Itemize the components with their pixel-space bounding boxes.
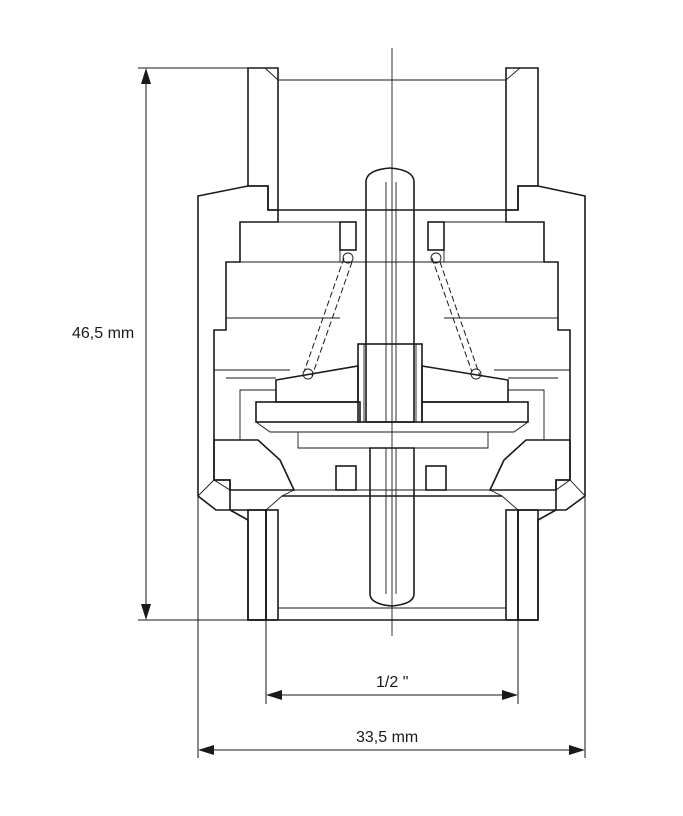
guide-bushings <box>339 221 445 251</box>
thread-label: 1/2 " <box>376 674 408 691</box>
lower-nipple <box>247 495 539 621</box>
upper-nipple <box>247 67 539 211</box>
lower-body <box>197 439 586 511</box>
upper-chamber <box>214 221 570 379</box>
thread-dimension <box>265 620 519 704</box>
width-dimension <box>197 496 586 758</box>
width-label: 33,5 mm <box>356 729 418 746</box>
height-dimension <box>138 67 248 621</box>
height-label: 46,5 mm <box>72 325 134 342</box>
spring-right <box>430 252 482 380</box>
lower-guide <box>335 447 447 607</box>
valve-stem <box>357 167 423 423</box>
spring-left <box>302 252 354 380</box>
